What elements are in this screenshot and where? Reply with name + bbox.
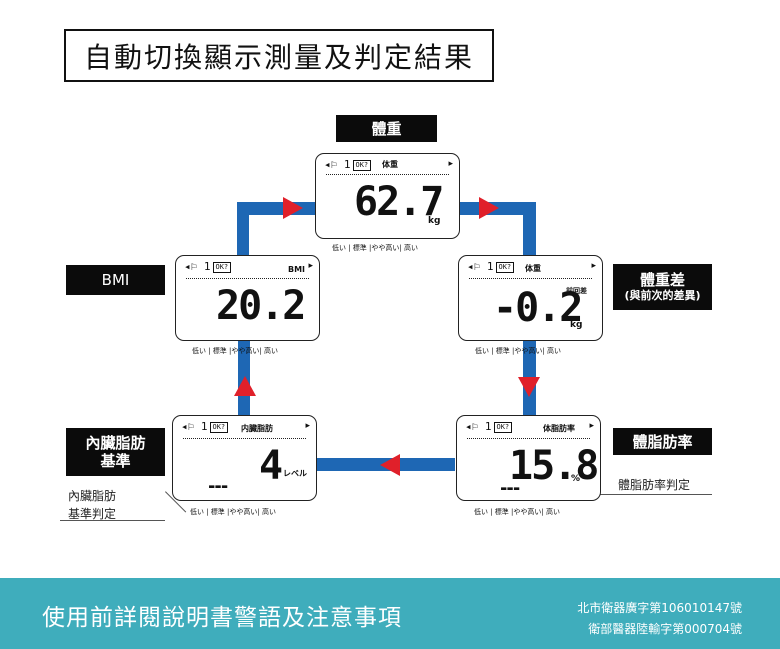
- lcd-value: 62.7: [354, 179, 444, 225]
- label-bmi: BMI: [66, 265, 165, 295]
- scale-visceral-fat: 低い | 標準 |やや高い| 高い: [190, 508, 276, 516]
- lcd-divider: [326, 174, 449, 175]
- user-number: 1: [200, 420, 208, 433]
- lcd-next-icon: ▸: [305, 421, 310, 431]
- ok-indicator: OK?: [495, 261, 515, 273]
- note-body-fat-underline: [612, 494, 712, 495]
- lcd-label: 体重: [382, 160, 398, 169]
- lcd-label: 体脂肪率: [543, 424, 575, 433]
- lcd-divider: [183, 438, 306, 439]
- lcd-value: 20.2: [216, 283, 306, 329]
- lcd-divider: [467, 438, 590, 439]
- lcd-level-bars: ▬▬▬: [501, 484, 521, 494]
- footer-warning: 使用前詳閱說明書警語及注意事項: [42, 605, 402, 631]
- footer-license-2: 衛部醫器陸輸字第000704號: [588, 622, 742, 636]
- label-weight-diff: 體重差 (與前次的差異): [613, 264, 712, 310]
- note-visceral: 內臟脂肪 基準判定: [68, 487, 116, 523]
- lcd-unit: %: [571, 474, 581, 484]
- footer-license-1: 北市衛器廣字第106010147號: [577, 601, 742, 615]
- lcd-unit: レベル: [283, 469, 307, 478]
- label-visceral-line1: 內臟脂肪: [85, 434, 146, 452]
- lcd-label: 内臓脂肪: [241, 424, 273, 433]
- lcd-unit: kg: [570, 320, 583, 330]
- user-number: 1: [484, 420, 492, 433]
- lcd-value: 15.8: [509, 443, 599, 489]
- lcd-next-icon: ▸: [448, 159, 453, 169]
- arrow-right-icon: [283, 197, 303, 219]
- label-visceral-line2: 基準: [100, 452, 131, 470]
- page-title: 自動切換顯示測量及判定結果: [64, 29, 494, 82]
- connector-top-left-vertical: [237, 202, 249, 259]
- ok-indicator: OK?: [209, 421, 229, 433]
- arrow-down-icon: [518, 377, 540, 397]
- lcd-next-icon: ▸: [308, 261, 313, 271]
- note-visceral-line1: 內臟脂肪: [68, 489, 117, 503]
- lcd-label: BMI: [288, 265, 306, 274]
- label-weight: 體重: [336, 115, 437, 142]
- label-body-fat: 體脂肪率: [613, 428, 712, 455]
- ok-indicator: OK?: [212, 261, 232, 273]
- lcd-divider: [186, 278, 309, 279]
- scale-bmi: 低い | 標準 |やや高い| 高い: [192, 347, 278, 355]
- arrow-right-icon: [479, 197, 499, 219]
- label-visceral-fat: 內臟脂肪 基準: [66, 428, 165, 476]
- note-visceral-underline: [60, 520, 165, 521]
- lcd-value: -0.2: [493, 285, 583, 331]
- lcd-label: 体重: [525, 264, 541, 273]
- label-weight-diff-sub: (與前次的差異): [624, 289, 701, 303]
- user-number: 1: [343, 158, 351, 171]
- lcd-value: 4: [259, 443, 283, 489]
- label-weight-diff-title: 體重差: [639, 271, 685, 290]
- connector-top-left-horizontal: [237, 202, 315, 215]
- lcd-next-icon: ▸: [591, 261, 596, 271]
- lcd-next-icon: ▸: [589, 421, 594, 431]
- note-body-fat-leader: [590, 494, 614, 495]
- lcd-unit: kg: [428, 216, 441, 226]
- scale-weight-diff: 低い | 標準 |やや高い| 高い: [475, 347, 561, 355]
- user-number: 1: [203, 260, 211, 273]
- lcd-level-bars: ▬▬▬: [209, 482, 229, 492]
- ok-indicator: OK?: [493, 421, 513, 433]
- note-visceral-line2: 基準判定: [68, 507, 117, 521]
- lcd-divider: [469, 278, 592, 279]
- arrow-left-icon: [380, 454, 400, 476]
- arrow-up-icon: [234, 376, 256, 396]
- scale-body-fat: 低い | 標準 |やや高い| 高い: [474, 508, 560, 516]
- user-number: 1: [486, 260, 494, 273]
- ok-indicator: OK?: [352, 159, 372, 171]
- footer-bar: 使用前詳閱說明書警語及注意事項 北市衛器廣字第106010147號 衛部醫器陸輸…: [0, 578, 780, 649]
- note-body-fat: 體脂肪率判定: [618, 478, 691, 492]
- lcd-sublabel: 前回差: [566, 287, 587, 295]
- scale-weight: 低い | 標準 |やや高い| 高い: [332, 244, 418, 252]
- connector-top-right-vertical: [523, 202, 536, 258]
